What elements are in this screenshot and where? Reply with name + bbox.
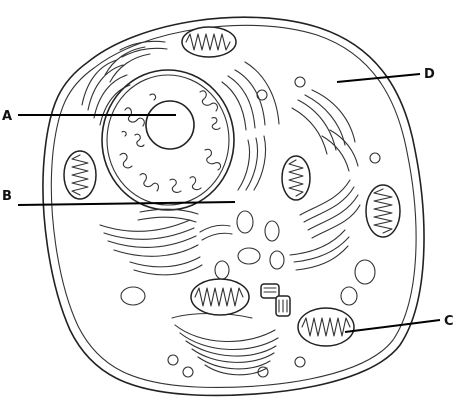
label-d: D (424, 67, 435, 82)
pointer-c (345, 320, 440, 332)
label-c: C (444, 314, 454, 329)
nucleolus (146, 101, 194, 149)
pointer-b (18, 202, 235, 205)
golgi-stack-left (100, 209, 232, 275)
centrioles (261, 284, 290, 316)
mitochondrion (282, 156, 310, 200)
mitochondrion (64, 151, 96, 199)
mitochondrion (191, 279, 249, 315)
mitochondrion (182, 27, 236, 57)
mitochondrion (366, 185, 400, 237)
pointer-d (337, 74, 420, 82)
chromatin (120, 91, 221, 193)
mitochondrion (298, 308, 354, 346)
nucleus (102, 70, 234, 210)
golgi-apparatus (172, 314, 278, 375)
endoplasmic-reticulum (82, 41, 360, 270)
label-b: B (2, 189, 12, 204)
label-a: A (2, 109, 12, 124)
